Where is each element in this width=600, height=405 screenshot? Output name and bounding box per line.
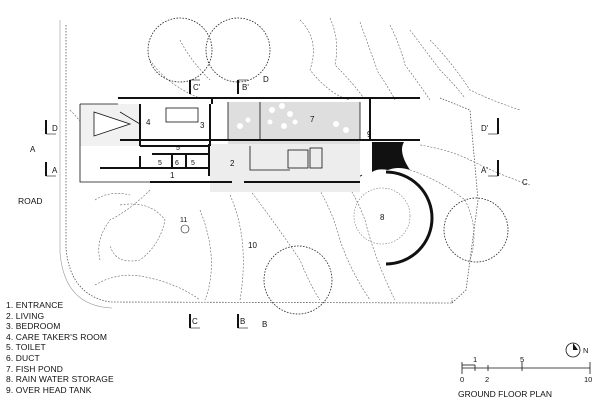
scale-label-5: 5: [520, 355, 524, 364]
section-label-d-left: D: [52, 124, 58, 133]
room-label-10: 10: [248, 241, 257, 250]
room-label-4: 4: [146, 118, 151, 127]
section-label-d-top: D: [263, 75, 269, 84]
legend-item: 8. RAIN WATER STORAGE: [6, 374, 114, 385]
legend-item: 6. DUCT: [6, 352, 40, 363]
room-label-11: 11: [180, 217, 187, 224]
section-label-a-right: A': [481, 166, 488, 175]
section-label-d-right: D': [481, 124, 489, 133]
room-label-1: 1: [170, 171, 175, 180]
room-label-5a: 5: [176, 145, 180, 152]
road-label: ROAD: [18, 196, 43, 206]
legend-item: 7. FISH POND: [6, 363, 63, 374]
scale-label-2: 2: [485, 375, 489, 384]
section-label-c-right: C: [522, 178, 528, 187]
north-label: N: [583, 346, 588, 355]
legend-item: 2. LIVING: [6, 310, 45, 321]
plan-title: GROUND FLOOR PLAN: [458, 389, 552, 399]
legend-item: 5. TOILET: [6, 342, 46, 353]
site-boundary: [65, 25, 479, 304]
legend-item: 1. ENTRANCE: [6, 300, 64, 310]
rain-water-storage: [349, 170, 434, 266]
room-label-3: 3: [200, 121, 205, 130]
scale-bar: [461, 362, 591, 374]
well-marker: [180, 224, 190, 234]
room-label-9: 9: [367, 130, 372, 139]
north-arrow-icon: [565, 342, 581, 358]
trees: [147, 17, 509, 315]
section-label-b-top: B': [242, 83, 249, 92]
scale-label-1: 1: [473, 355, 477, 364]
section-label-c-top: C': [193, 83, 201, 92]
room-label-6: 6: [175, 160, 179, 167]
contour-lines: [69, 17, 531, 301]
section-label-a-left2: A: [52, 166, 58, 175]
legend-item: 4. CARE TAKER'S ROOM: [6, 331, 108, 342]
section-markers: [45, 80, 499, 328]
scale-label-10: 10: [584, 375, 592, 384]
room-label-5c: 5: [191, 160, 195, 167]
legend: 1. ENTRANCE 2. LIVING 3. BEDROOM 4. CARE…: [6, 300, 114, 395]
road-edge: [59, 20, 113, 309]
legend-item: 3. BEDROOM: [6, 321, 61, 332]
scale-label-0: 0: [460, 375, 464, 384]
room-label-8: 8: [380, 213, 385, 222]
section-label-b-bottom2: B: [262, 320, 267, 329]
legend-item: 9. OVER HEAD TANK: [6, 384, 92, 395]
section-label-a-left: A: [30, 145, 36, 154]
room-label-5b: 5: [158, 160, 162, 167]
section-label-c-bottom: C: [192, 317, 198, 326]
section-label-b-bottom: B: [240, 317, 245, 326]
building: [79, 97, 420, 192]
room-label-2: 2: [230, 159, 235, 168]
room-label-7: 7: [310, 115, 315, 124]
